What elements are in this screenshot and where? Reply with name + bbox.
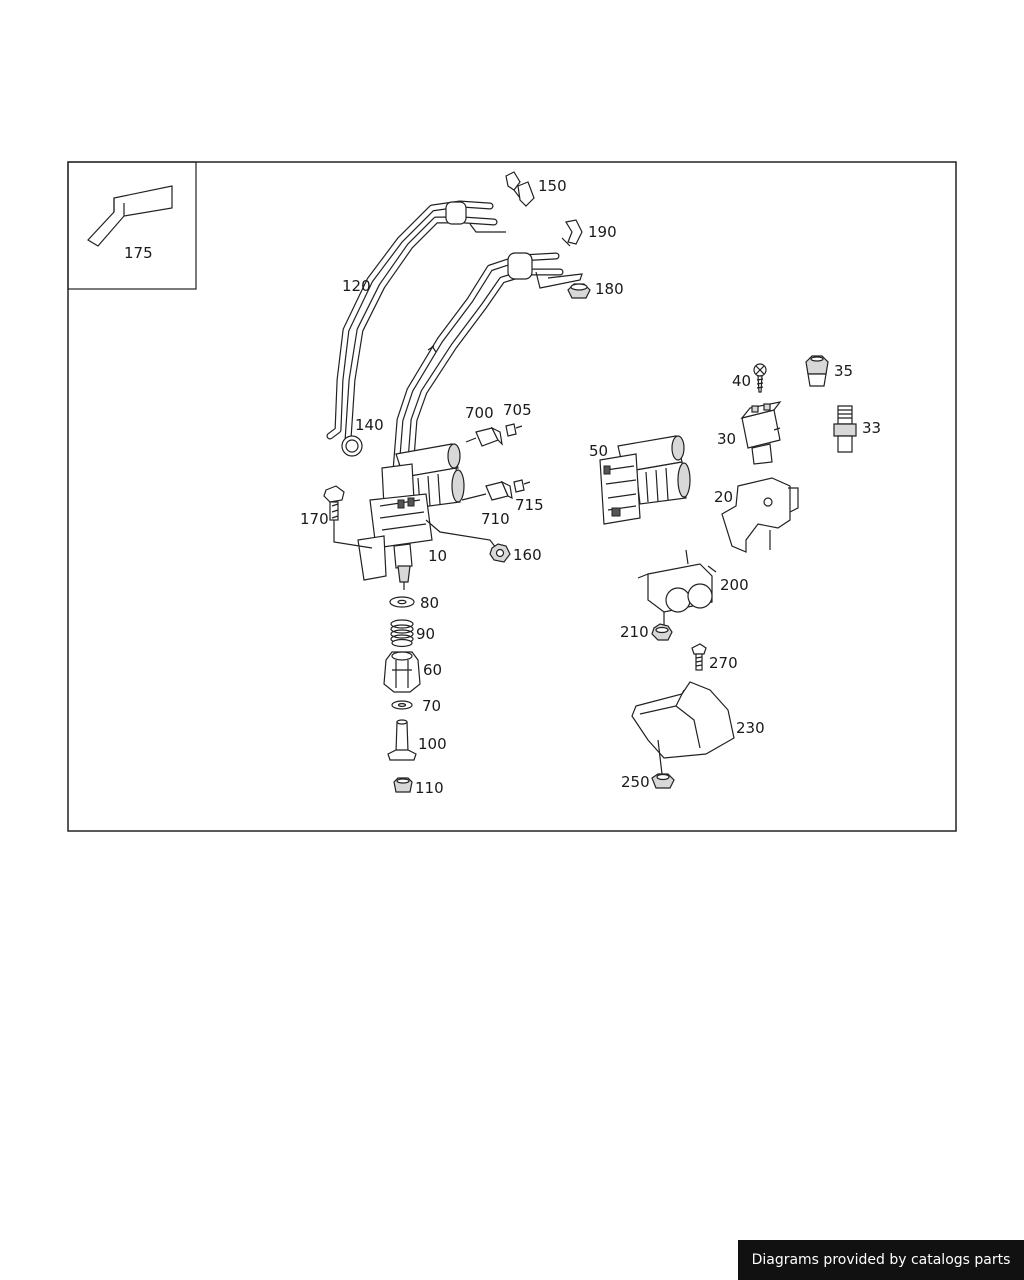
part-190-clip [561, 219, 583, 247]
part-715-filter [513, 479, 531, 493]
part-30-valve-block [740, 401, 782, 465]
part-80-washer [389, 596, 415, 608]
part-180-grommet [567, 283, 591, 299]
callout-100: 100 [418, 735, 447, 753]
part-100-sleeve [387, 719, 417, 761]
callout-40: 40 [732, 372, 751, 390]
callout-120: 120 [342, 277, 371, 295]
callout-20: 20 [714, 488, 733, 506]
callout-110: 110 [415, 779, 444, 797]
pipe-120 [326, 200, 506, 444]
part-20-bracket [721, 477, 799, 553]
part-35-nut [805, 355, 829, 387]
part-170-bolt [323, 485, 373, 549]
callout-250: 250 [621, 773, 650, 791]
part-210-nut [651, 623, 673, 641]
callout-80: 80 [420, 594, 439, 612]
callout-140: 140 [355, 416, 384, 434]
part-705-filter [505, 423, 523, 437]
callout-35: 35 [834, 362, 853, 380]
callout-33: 33 [862, 419, 881, 437]
part-710-plug [461, 480, 513, 501]
part-230-cover [631, 681, 735, 775]
part-150-clip [505, 171, 535, 207]
callout-710: 710 [481, 510, 510, 528]
callout-30: 30 [717, 430, 736, 448]
part-40-screw [753, 363, 767, 393]
part-33-fitting [833, 405, 857, 453]
callout-60: 60 [423, 661, 442, 679]
credit-text: Diagrams provided by catalogs parts [751, 1252, 1011, 1268]
part-50-compressor [599, 435, 691, 525]
callout-230: 230 [736, 719, 765, 737]
part-70-washer [391, 700, 413, 710]
callout-715: 715 [515, 496, 544, 514]
callout-210: 210 [620, 623, 649, 641]
part-270-bolt [691, 643, 707, 671]
callout-190: 190 [588, 223, 617, 241]
pipe-main [392, 252, 583, 476]
callout-70: 70 [422, 697, 441, 715]
callout-50: 50 [589, 442, 608, 460]
part-160-nut [489, 543, 511, 563]
part-90-spring [390, 619, 414, 648]
part-200-valve-unit [637, 549, 717, 626]
inset-box [67, 161, 197, 290]
part-140-clamp [341, 435, 363, 457]
part-250-nut [651, 773, 675, 789]
diagram-frame [67, 161, 957, 832]
callout-180: 180 [595, 280, 624, 298]
credit-banner: Diagrams provided by catalogs parts [738, 1240, 1024, 1280]
callout-175: 175 [124, 244, 153, 262]
callout-270: 270 [709, 654, 738, 672]
callout-170: 170 [300, 510, 329, 528]
part-175-shape [87, 185, 173, 247]
callout-90: 90 [416, 625, 435, 643]
part-10-compressor [357, 443, 497, 590]
callout-200: 200 [720, 576, 749, 594]
callout-700: 700 [465, 404, 494, 422]
callout-160: 160 [513, 546, 542, 564]
part-700-plug [465, 426, 503, 447]
callout-10: 10 [428, 547, 447, 565]
callout-150: 150 [538, 177, 567, 195]
part-110-nut [393, 777, 413, 793]
part-60-mount [383, 651, 421, 693]
callout-705: 705 [503, 401, 532, 419]
